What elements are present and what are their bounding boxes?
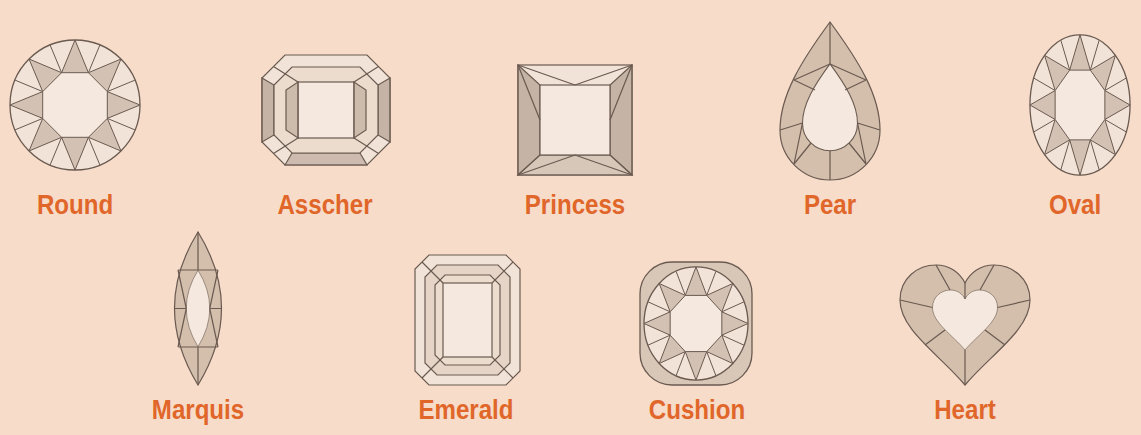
asscher-gem-part (286, 82, 298, 138)
marquis-gem-part (186, 270, 210, 347)
cushion-gem-part (640, 262, 752, 385)
emerald-gem-part (422, 262, 513, 378)
asscher-gem-part (298, 82, 354, 138)
princess-gem-part (518, 155, 632, 175)
round-gem (10, 40, 140, 170)
cushion-gem (640, 262, 752, 385)
heart-gem (900, 265, 1030, 385)
shape-label: Asscher (277, 190, 372, 221)
asscher-gem-part (262, 55, 390, 165)
emerald-gem-part (415, 255, 520, 385)
shape-label: Marquis (152, 395, 244, 426)
shape-label: Oval (1049, 190, 1101, 221)
emerald-gem-part (443, 283, 492, 357)
pear-gem-part (780, 22, 880, 180)
marquis-gem (175, 232, 222, 385)
shape-label: Pear (804, 190, 856, 221)
emerald-gem-part (425, 265, 510, 375)
heart-gem-part (900, 265, 1030, 385)
marquis-gem-part (175, 232, 222, 385)
asscher-gem-part (285, 153, 367, 165)
asscher-gem-part (262, 78, 274, 142)
heart-gem-part (900, 265, 1030, 385)
asscher-gem (262, 55, 390, 165)
cushion-gem-part (644, 267, 748, 380)
pear-gem-part (780, 22, 880, 180)
marquis-gem-part (175, 232, 222, 385)
asscher-gem-part (378, 78, 390, 142)
princess-gem-part (518, 65, 632, 175)
shape-label: Heart (934, 395, 996, 426)
shape-label: Round (37, 190, 113, 221)
round-gem-part (10, 40, 140, 170)
emerald-gem (415, 255, 520, 385)
shape-label: Emerald (418, 395, 513, 426)
asscher-gem-part (274, 67, 379, 154)
asscher-gem-part (274, 67, 378, 153)
emerald-gem-part (435, 275, 500, 365)
oval-gem-part (1030, 35, 1130, 175)
oval-gem (1030, 35, 1130, 175)
asscher-gem-part (354, 82, 366, 138)
pear-gem (780, 22, 880, 180)
princess-gem-part (540, 85, 610, 155)
shape-label: Cushion (649, 395, 745, 426)
shape-label: Princess (525, 190, 625, 221)
princess-gem (518, 65, 632, 175)
pear-gem-part (803, 64, 858, 151)
princess-gem-part (518, 65, 632, 175)
